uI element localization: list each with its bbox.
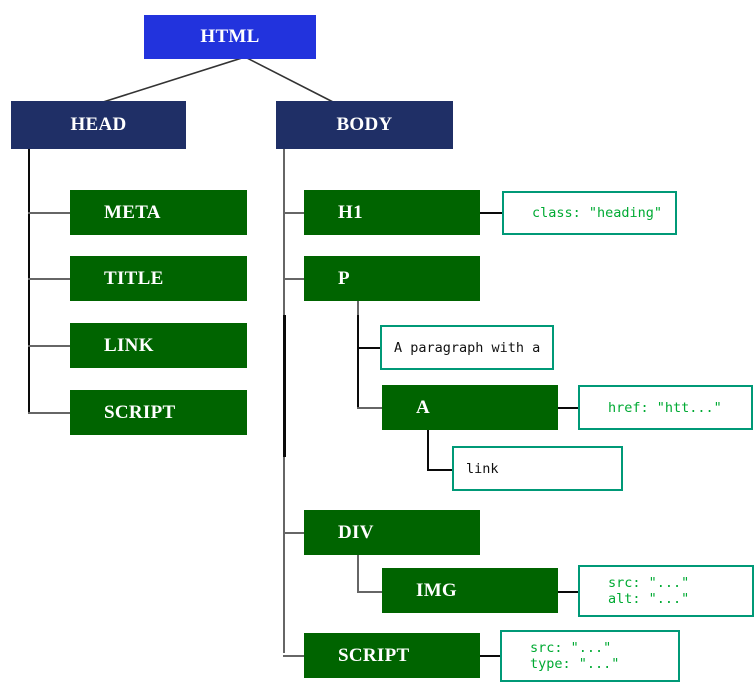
edge-body-trunk-upper bbox=[283, 149, 285, 315]
attr-line: href: "htt..." bbox=[608, 399, 722, 416]
text-node-value: link bbox=[466, 460, 499, 477]
attr-line: type: "..." bbox=[530, 656, 620, 672]
text-node-value: A paragraph with a bbox=[394, 339, 541, 356]
attr-line: class: "heading" bbox=[532, 205, 663, 221]
edge-body-div bbox=[283, 532, 305, 534]
node-img-label: IMG bbox=[416, 579, 458, 601]
node-body-label: BODY bbox=[336, 114, 393, 135]
edge-body-trunk-lower bbox=[283, 457, 285, 653]
node-body-script[interactable]: SCRIPT bbox=[304, 633, 480, 678]
attr-box-a-href[interactable]: href: "htt..." bbox=[578, 385, 753, 430]
node-head-script-label: SCRIPT bbox=[104, 401, 176, 423]
node-link-label: LINK bbox=[104, 334, 154, 356]
attr-line: src: "..." bbox=[530, 640, 612, 656]
edge-p-trunk bbox=[357, 315, 359, 408]
edge-body-script bbox=[283, 655, 305, 657]
edge-script-attr bbox=[478, 655, 505, 657]
attr-box-h1-class[interactable]: class: "heading" bbox=[502, 191, 677, 235]
node-body-script-label: SCRIPT bbox=[338, 644, 410, 666]
edge-head-title bbox=[28, 278, 73, 280]
attr-line: alt: "..." bbox=[608, 591, 690, 607]
node-p[interactable]: P bbox=[304, 256, 480, 301]
edge-p-stub bbox=[357, 301, 359, 317]
edge-body-trunk-middle bbox=[283, 315, 286, 457]
node-div[interactable]: DIV bbox=[304, 510, 480, 555]
text-box-link[interactable]: link bbox=[452, 446, 623, 491]
node-img[interactable]: IMG bbox=[382, 568, 558, 613]
edge-head-script bbox=[28, 412, 73, 414]
node-p-label: P bbox=[338, 267, 350, 289]
text-box-paragraph[interactable]: A paragraph with a bbox=[380, 325, 554, 370]
attr-box-img[interactable]: src: "..." alt: "..." bbox=[578, 565, 754, 617]
node-h1[interactable]: H1 bbox=[304, 190, 480, 235]
node-div-label: DIV bbox=[338, 521, 374, 543]
edge-body-h1 bbox=[283, 212, 305, 214]
edge-p-a bbox=[357, 407, 383, 409]
edge-h1-attr bbox=[478, 212, 508, 214]
node-head[interactable]: HEAD bbox=[11, 101, 186, 149]
edge-a-text bbox=[427, 469, 454, 471]
node-h1-label: H1 bbox=[338, 201, 363, 223]
node-body[interactable]: BODY bbox=[276, 101, 453, 149]
node-link[interactable]: LINK bbox=[70, 323, 247, 368]
edge-html-body bbox=[245, 57, 375, 105]
node-html[interactable]: HTML bbox=[144, 15, 316, 59]
edge-head-trunk bbox=[28, 149, 30, 414]
node-meta[interactable]: META bbox=[70, 190, 247, 235]
node-title[interactable]: TITLE bbox=[70, 256, 247, 301]
edge-html-head bbox=[95, 57, 245, 105]
node-title-label: TITLE bbox=[104, 267, 164, 289]
edge-a-trunk bbox=[427, 430, 429, 470]
edge-p-text bbox=[357, 347, 381, 349]
edge-body-p bbox=[283, 278, 305, 280]
edge-a-attr bbox=[555, 407, 585, 409]
node-meta-label: META bbox=[104, 201, 161, 223]
edge-head-meta bbox=[28, 212, 73, 214]
node-a-label: A bbox=[416, 396, 431, 418]
attr-box-script[interactable]: src: "..." type: "..." bbox=[500, 630, 680, 682]
node-a[interactable]: A bbox=[382, 385, 558, 430]
edge-div-trunk bbox=[357, 555, 359, 593]
edge-img-attr bbox=[557, 591, 584, 593]
edge-head-link bbox=[28, 345, 73, 347]
node-head-label: HEAD bbox=[70, 114, 127, 135]
attr-line: src: "..." bbox=[608, 575, 690, 591]
node-html-label: HTML bbox=[200, 26, 260, 47]
node-head-script[interactable]: SCRIPT bbox=[70, 390, 247, 435]
edge-div-img bbox=[357, 591, 383, 593]
